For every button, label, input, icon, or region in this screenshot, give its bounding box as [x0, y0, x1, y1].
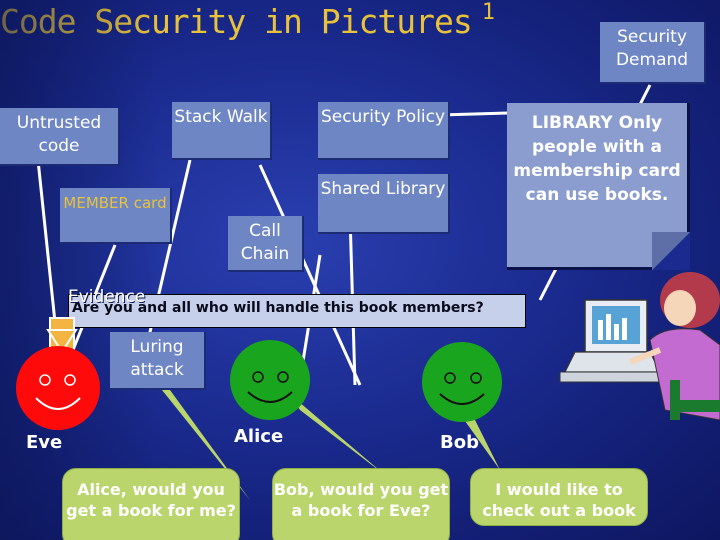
alice-face-icon: [230, 340, 310, 420]
call-chain-box: Call Chain: [228, 216, 304, 272]
shared-library-box: Shared Library: [318, 174, 450, 234]
alice-name: Alice: [234, 426, 284, 447]
bob-speech-bubble: I would like to check out a book: [470, 468, 648, 526]
alice-speech-bubble: Bob, would you get a book for Eve?: [272, 468, 450, 540]
eve-speech-bubble: Alice, would you get a book for me?: [62, 468, 240, 540]
library-sign: LIBRARY Only people with a membership ca…: [507, 103, 690, 270]
evidence-label: Evidence: [68, 287, 146, 307]
security-policy-box: Security Policy: [318, 102, 450, 160]
security-demand-box: Security Demand: [600, 22, 706, 84]
untrusted-code-box: Untrusted code: [0, 108, 120, 166]
luring-attack-box: Luring attack: [110, 332, 206, 390]
evidence-bar: [68, 294, 526, 328]
bob-name: Bob: [440, 432, 479, 453]
member-card-box: MEMBER card: [60, 188, 172, 244]
eve-name: Eve: [26, 432, 63, 453]
stack-walk-box: Stack Walk: [172, 102, 272, 160]
eve-face-icon: [16, 346, 100, 430]
bob-face-icon: [422, 342, 502, 422]
evidence-question: Are you and all who will handle this boo…: [72, 300, 484, 316]
